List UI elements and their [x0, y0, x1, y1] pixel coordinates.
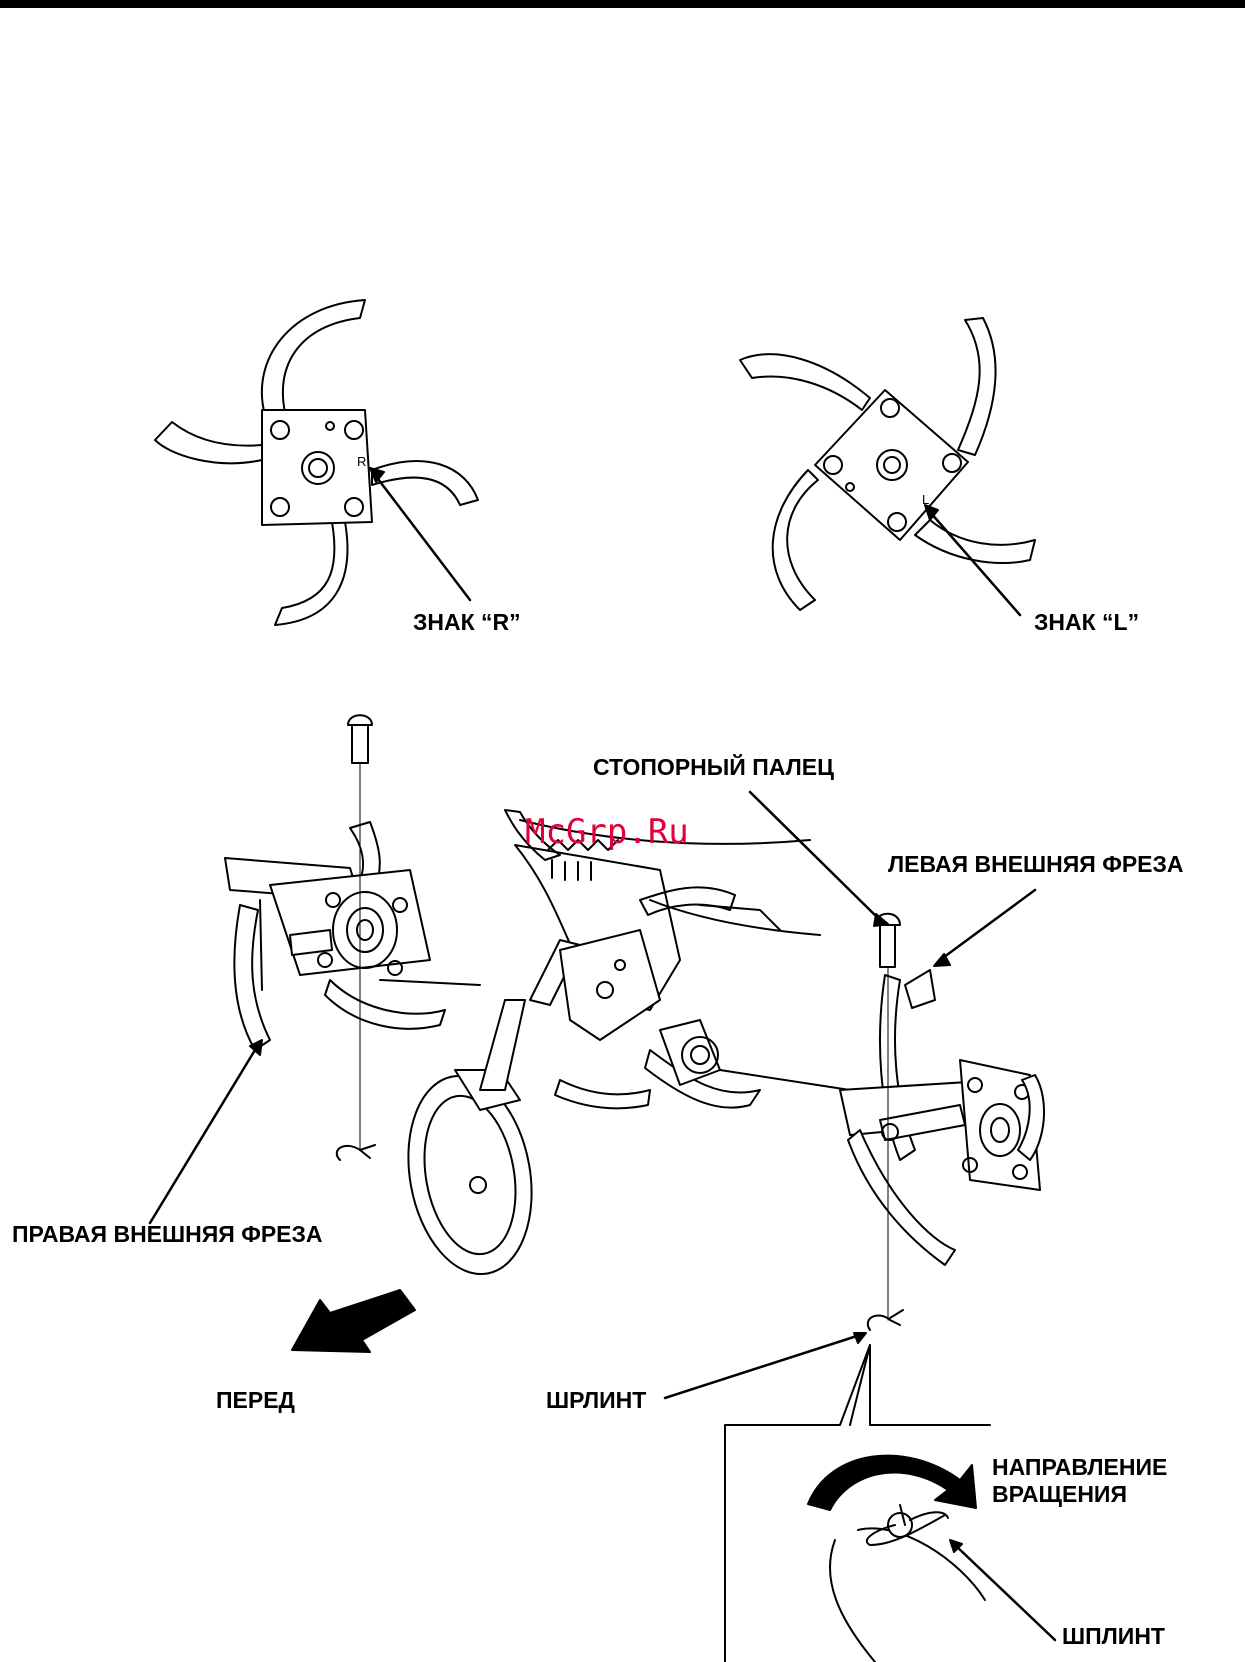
label-stop-pin: СТОПОРНЫЙ ПАЛЕЦ [593, 755, 834, 779]
tine-r-leader [375, 475, 470, 600]
label-rotation-line1: НАПРАВЛЕНИЕ [992, 1455, 1167, 1479]
detail-leader [955, 1545, 1055, 1640]
label-cotter-pin-main: ШРЛИНТ [546, 1388, 646, 1412]
tine-l-blade-top [958, 318, 995, 455]
watermark: McGrp.Ru [525, 812, 689, 852]
tine-l-blade-left [740, 354, 870, 410]
tine-l-blade-bottom [773, 470, 818, 610]
left-outer-tine-figure [665, 792, 1044, 1398]
tine-r-blade-bottom [275, 522, 347, 625]
tiller-assembly [380, 810, 850, 1284]
right-outer-tine-figure [150, 715, 445, 1223]
tine-r-blade-top [262, 300, 365, 415]
right-tine-pin [348, 715, 372, 725]
plate-letter-r: R [357, 455, 366, 469]
tine-r-figure [155, 300, 478, 625]
plate-letter-l: L [922, 493, 929, 507]
front-wheel [394, 1066, 547, 1284]
tine-r-blade-right [372, 461, 478, 505]
rotation-arrow [808, 1456, 976, 1510]
label-rotation-line2: ВРАЩЕНИЯ [992, 1482, 1127, 1506]
tine-r-blade-left [155, 422, 262, 463]
label-right-outer-tine: ПРАВАЯ ВНЕШНЯЯ ФРЕЗА [12, 1222, 323, 1246]
front-arrow [292, 1290, 415, 1352]
tine-l-blade-right [915, 520, 1035, 563]
label-front: ПЕРЕД [216, 1388, 295, 1412]
tine-r-plate [262, 410, 372, 525]
tine-l-figure [740, 318, 1035, 615]
left-tine-cotter [868, 1310, 903, 1330]
right-tine-cotter [337, 1145, 375, 1160]
tine-l-plate [815, 390, 968, 540]
label-mark-r: ЗНАК “R” [413, 610, 521, 634]
label-cotter-pin-detail: ШПЛИНТ [1062, 1624, 1165, 1648]
label-mark-l: ЗНАК “L” [1034, 610, 1139, 634]
label-left-outer-tine: ЛЕВАЯ ВНЕШНЯЯ ФРЕЗА [888, 852, 1184, 876]
